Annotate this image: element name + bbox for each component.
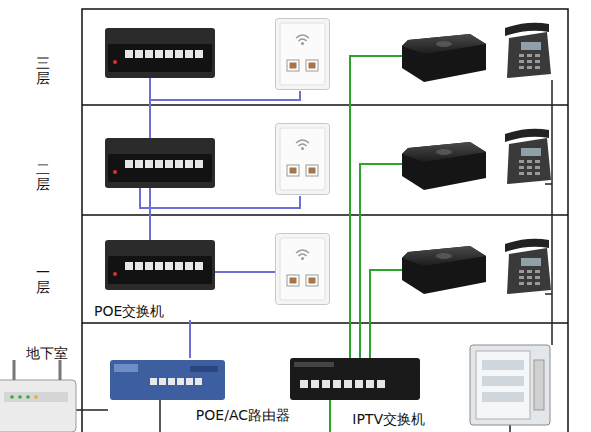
device-label: POE/AC路由器: [194, 407, 292, 424]
poe-link: [189, 320, 191, 358]
set-top-box: [402, 34, 486, 82]
device-node: POE交换机: [92, 240, 216, 320]
device-label: IPTV交换机: [350, 411, 427, 428]
floor-label: 三层: [36, 56, 50, 87]
poe-ac-router: [110, 360, 225, 400]
floor-label: 二层: [36, 162, 50, 193]
telephone: [505, 23, 551, 78]
poe-switch: [105, 138, 215, 188]
distribution-box: [470, 345, 550, 425]
set-top-box: [402, 142, 486, 190]
device-label: POE交换机: [92, 303, 166, 320]
floor-label: 地下室: [26, 346, 68, 361]
modem: [0, 360, 76, 432]
device-node: POE/AC路由器: [108, 358, 292, 424]
building-outline: [82, 9, 568, 432]
telephone: [505, 239, 551, 294]
iptv-switch: [290, 358, 420, 400]
floor-label: 一层: [36, 265, 50, 296]
wall-ap: [276, 19, 330, 90]
telephone: [505, 129, 551, 184]
set-top-box: [402, 246, 486, 294]
poe-switch: [105, 240, 215, 290]
wall-ap: [276, 234, 330, 305]
poe-switch: [105, 28, 215, 78]
wall-ap: [276, 124, 330, 195]
device-node: IPTV交换机: [285, 356, 427, 428]
phone-wires: [75, 80, 552, 432]
